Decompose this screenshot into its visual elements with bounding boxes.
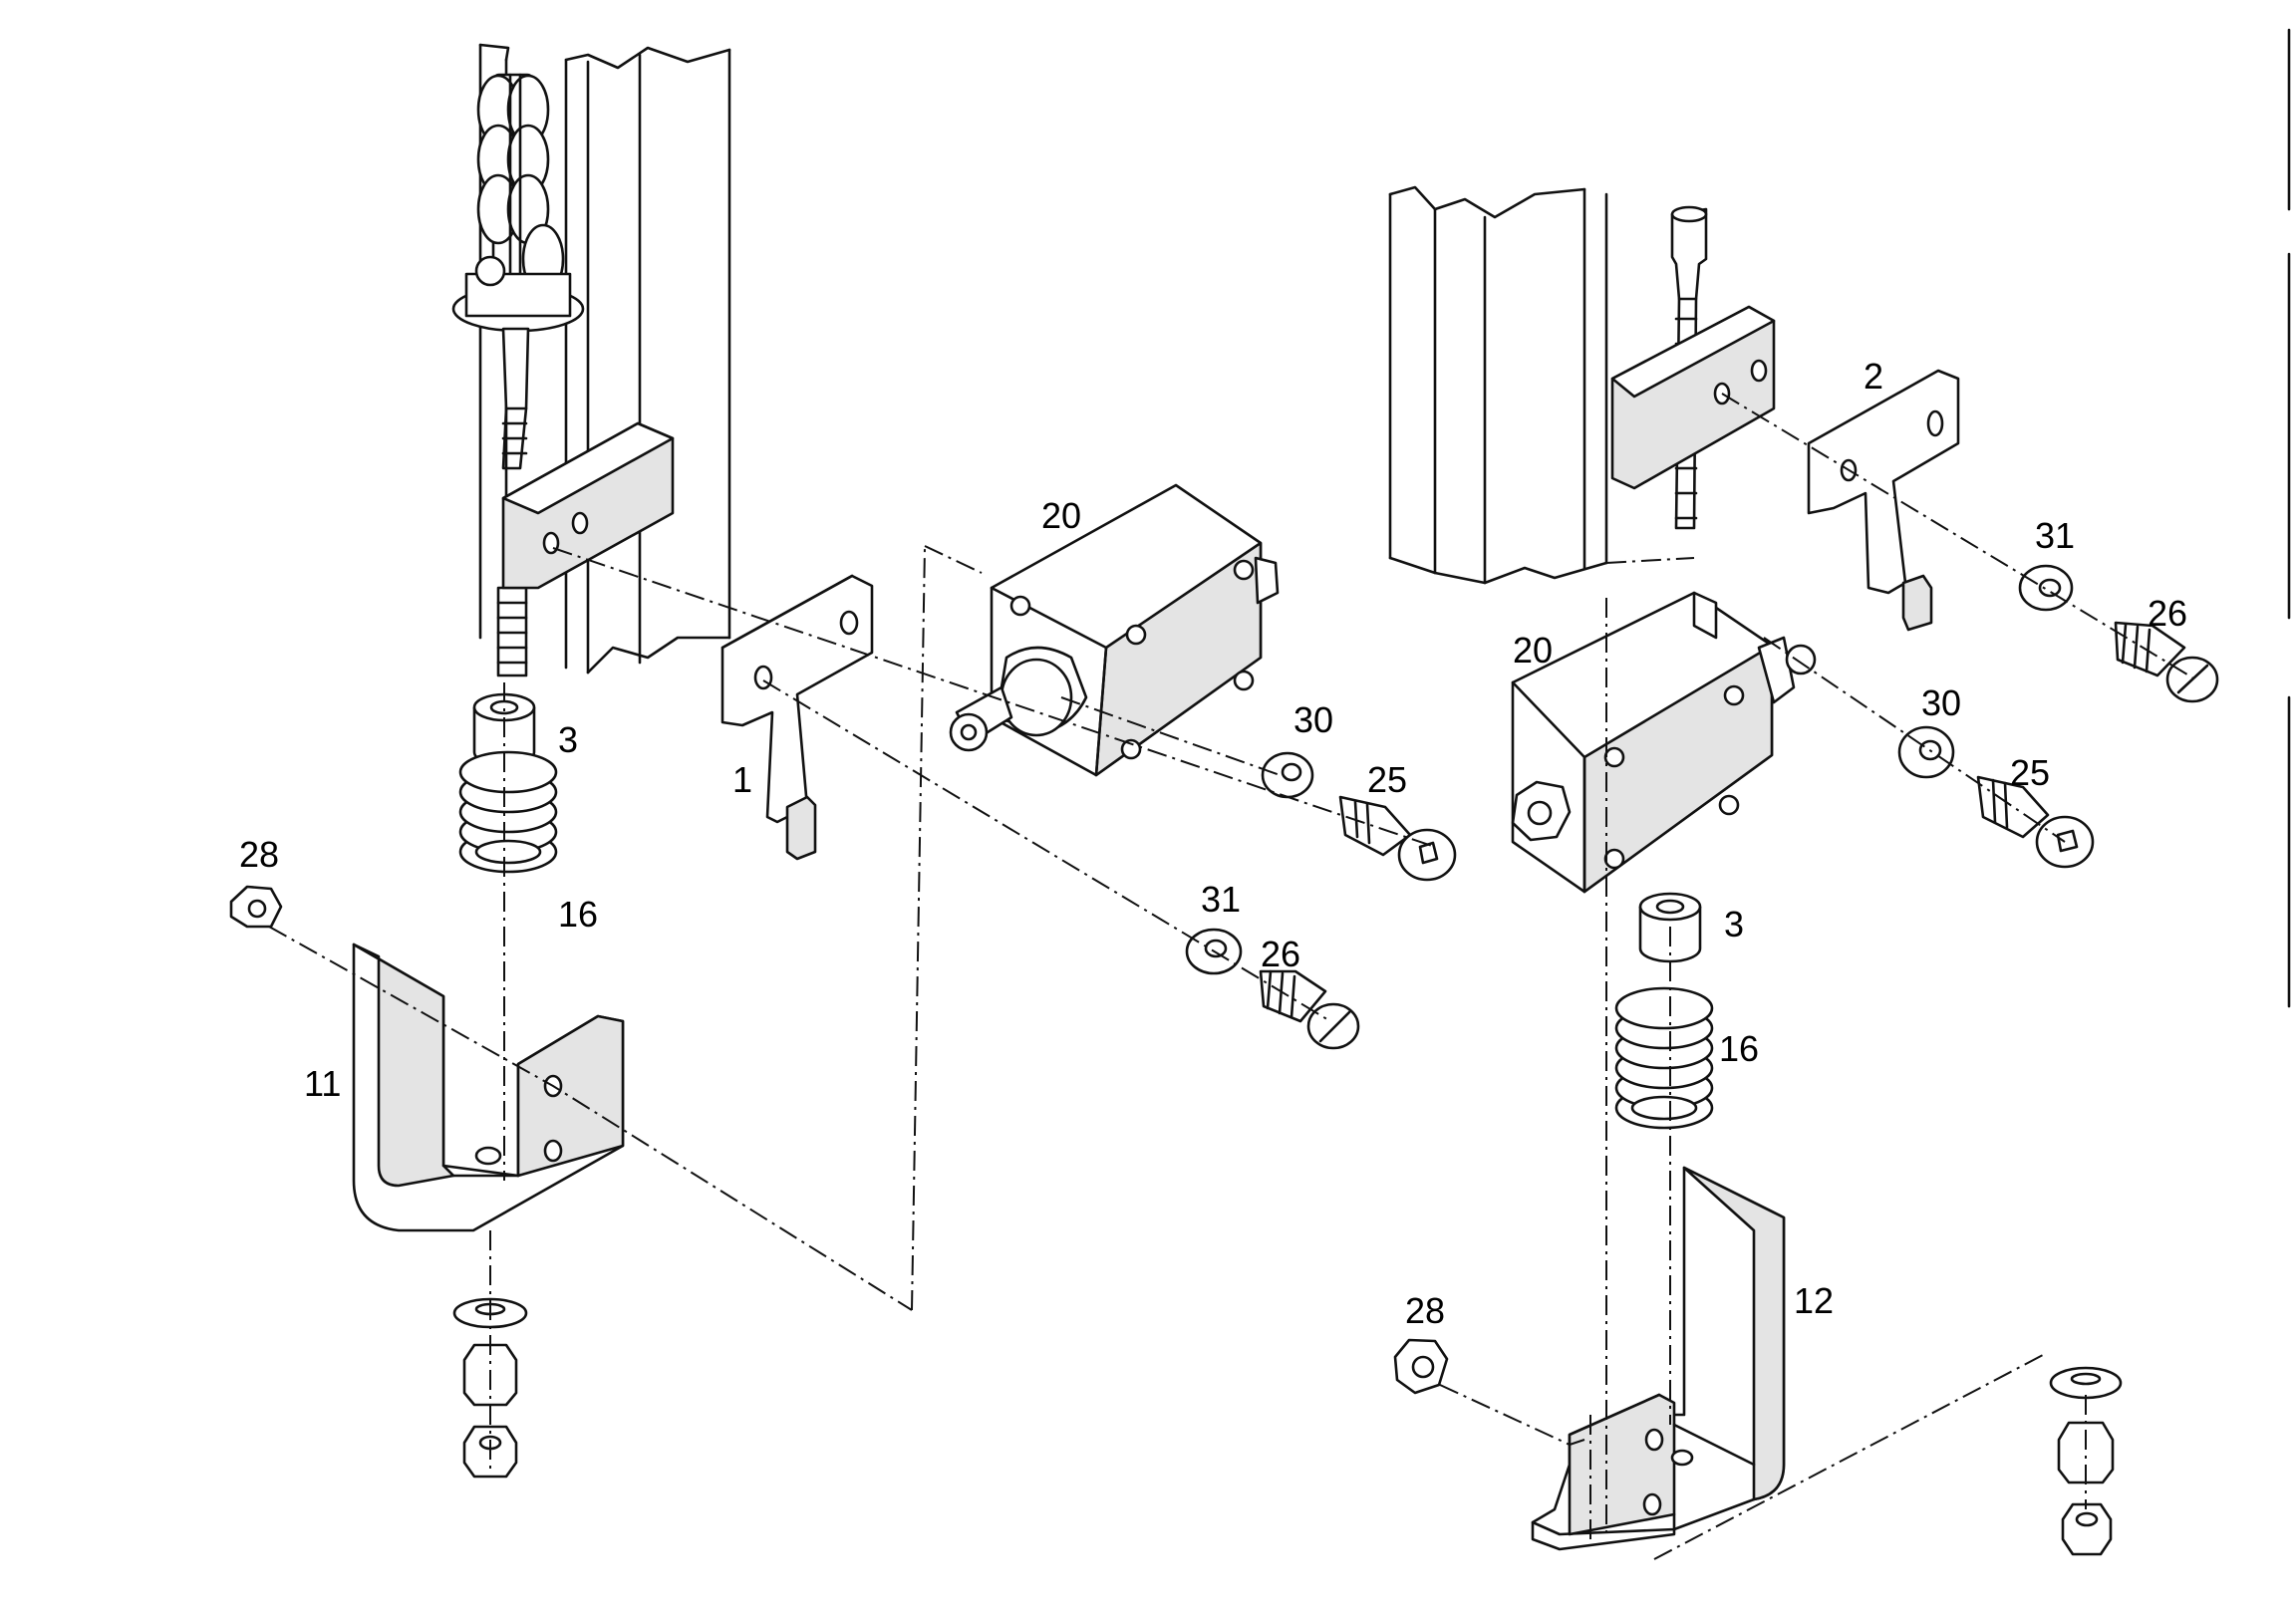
callout-right-25: 25 [2010, 752, 2050, 793]
callout-left-28: 28 [239, 834, 279, 875]
left-threaded-rod [451, 255, 585, 677]
left-part-20-switch [949, 483, 1280, 777]
right-part-2-plate [1807, 369, 1960, 632]
left-part-25-capscrew [1338, 795, 1457, 882]
callout-right-12: 12 [1794, 1280, 1834, 1321]
callout-right-28: 28 [1405, 1290, 1445, 1331]
right-part-20-switch [1511, 591, 1817, 894]
left-part-11-bracket [352, 943, 625, 1232]
callout-left-11: 11 [304, 1063, 341, 1104]
right-alignment-lines [1439, 393, 2193, 1560]
right-part-26-screw [2114, 621, 2219, 703]
callout-right-16: 16 [1719, 1028, 1759, 1069]
left-part-16-spring [458, 750, 558, 874]
callout-right-30: 30 [1921, 682, 1961, 723]
right-bottom-hardware [2049, 1366, 2123, 1556]
right-part-31-washer [2018, 564, 2074, 612]
callout-right-31: 31 [2035, 515, 2075, 556]
left-assembly: 3 28 16 11 1 20 30 25 31 26 [229, 43, 1457, 1479]
callout-left-31: 31 [1201, 879, 1241, 920]
callout-left-16: 16 [558, 894, 598, 935]
left-part-1-plate [720, 574, 874, 861]
left-chain [476, 73, 565, 321]
right-assembly: 2 31 26 20 30 25 3 16 12 28 [1388, 185, 2219, 1560]
left-upper-bracket [501, 421, 675, 590]
right-part-30-washer [1897, 725, 1955, 779]
left-alignment-lines [268, 545, 1436, 1470]
callout-left-26: 26 [1261, 934, 1300, 974]
callout-left-1: 1 [732, 759, 752, 800]
right-part-12-bracket [1531, 1166, 1786, 1551]
left-part-30-washer [1261, 751, 1314, 799]
callout-left-30: 30 [1293, 699, 1333, 740]
callout-right-20: 20 [1513, 630, 1553, 671]
left-part-28-nut [229, 885, 283, 929]
right-upper-bracket [1610, 305, 1776, 490]
callout-right-26: 26 [2148, 593, 2187, 634]
callout-right-3: 3 [1724, 904, 1744, 944]
right-mast-column [1388, 185, 1608, 585]
callout-left-3: 3 [558, 719, 578, 760]
callout-right-2: 2 [1864, 356, 1883, 397]
right-part-28-nut [1393, 1338, 1449, 1395]
right-part-16-spring [1614, 986, 1714, 1130]
callout-left-20: 20 [1041, 495, 1081, 536]
callout-left-25: 25 [1367, 759, 1407, 800]
